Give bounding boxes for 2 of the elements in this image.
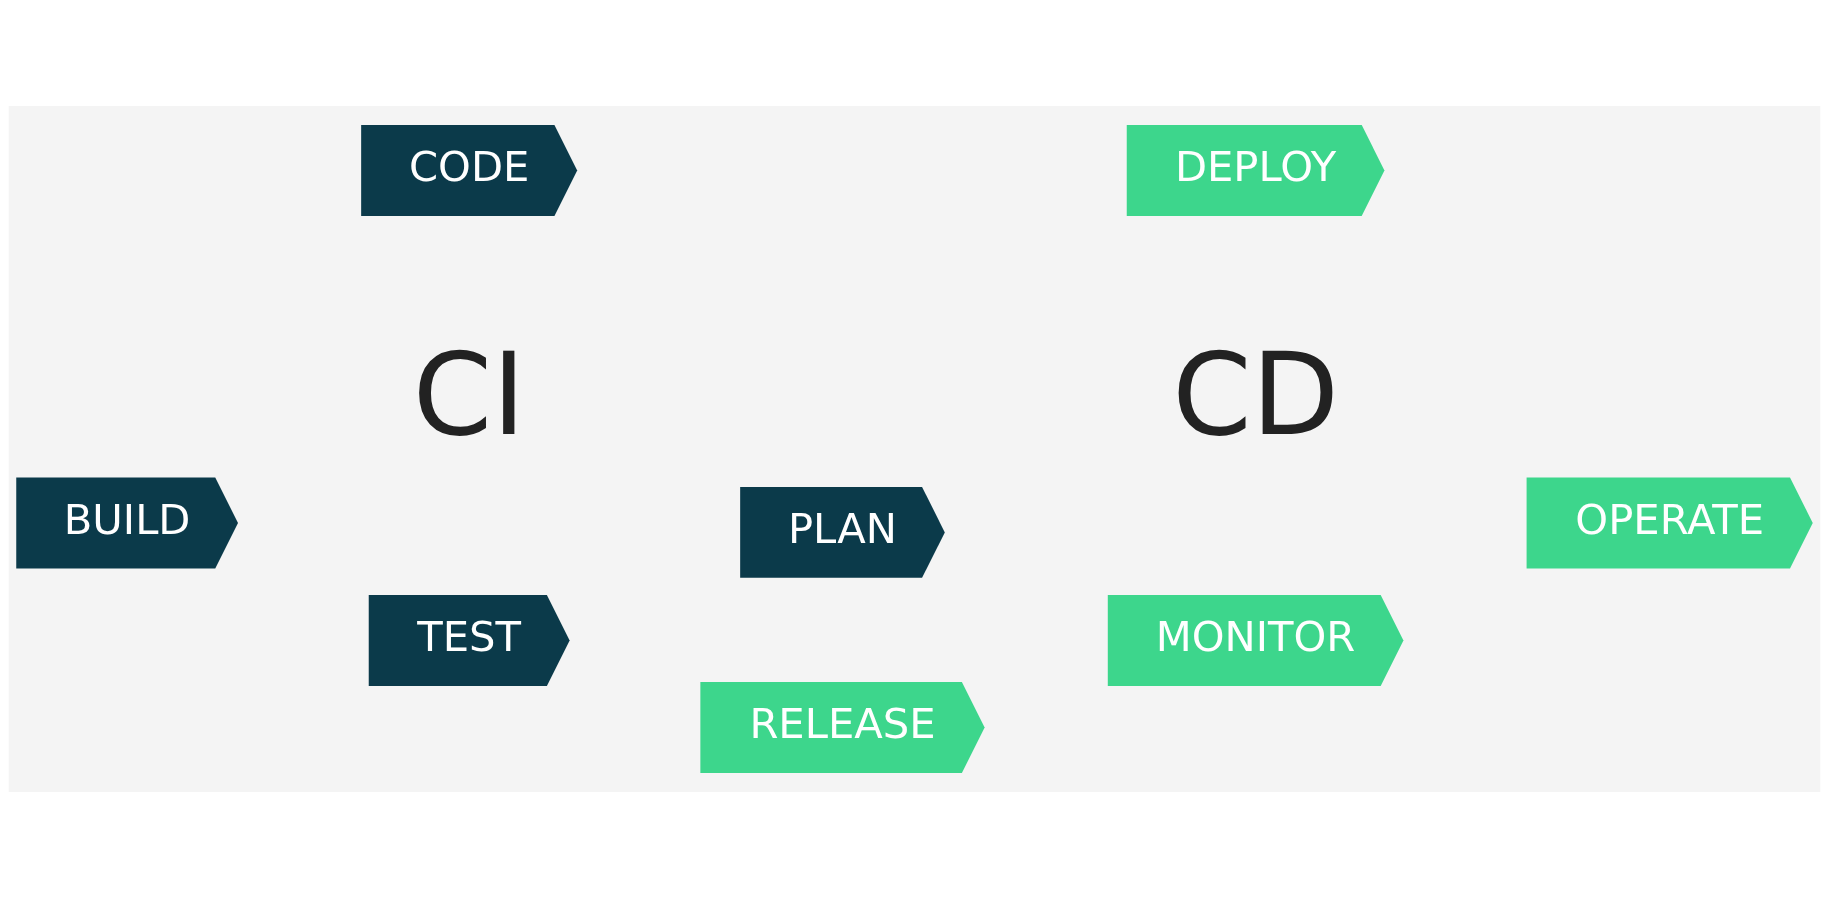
label: CD — [1172, 327, 1340, 461]
label: CI — [412, 327, 526, 461]
